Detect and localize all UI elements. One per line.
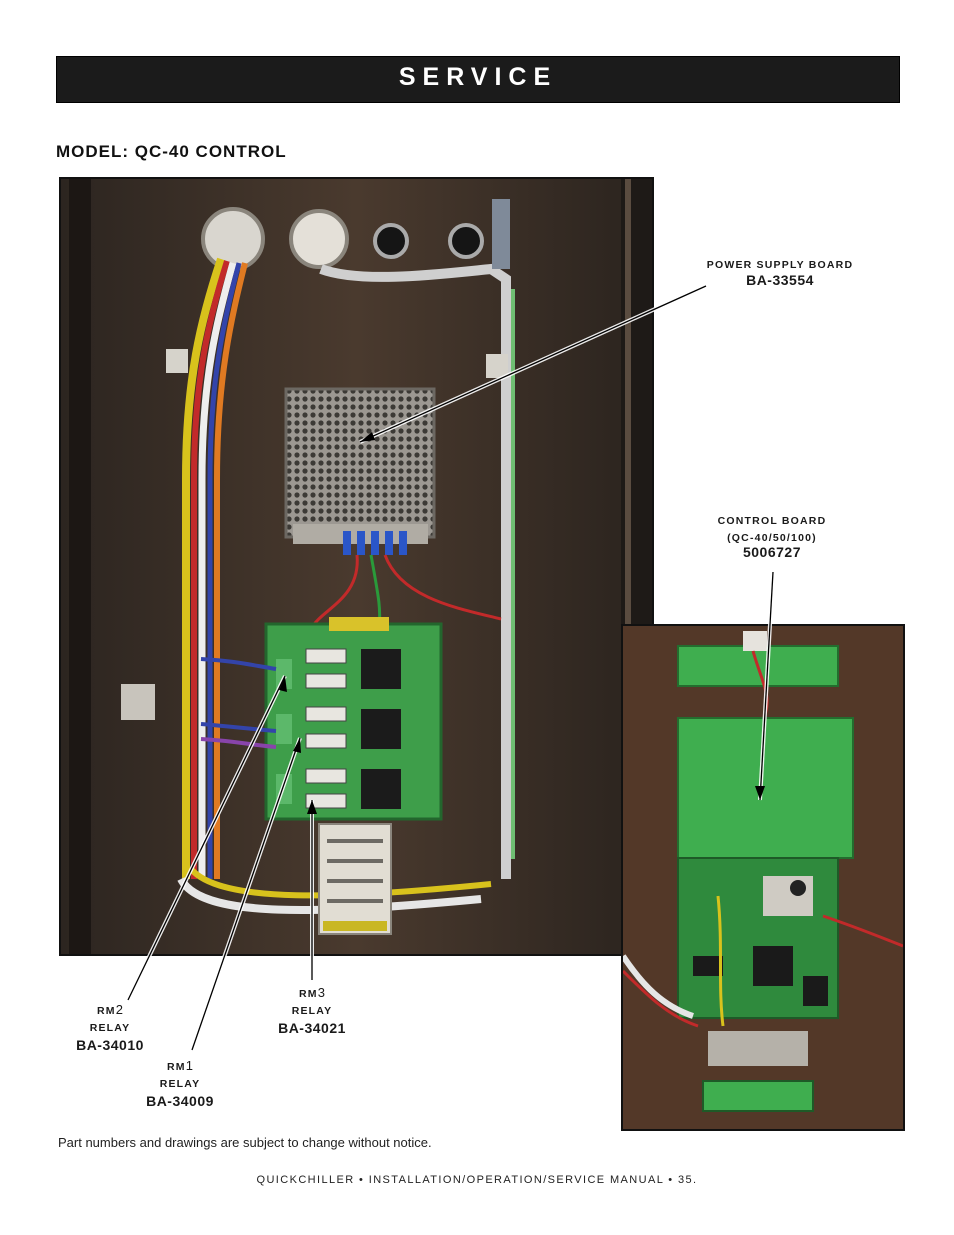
footnote: Part numbers and drawings are subject to… xyxy=(58,1135,432,1150)
model-heading: MODEL: QC-40 CONTROL xyxy=(56,142,287,161)
rm2-number: 2 xyxy=(115,1002,123,1017)
rm2-part-number: BA-34010 xyxy=(76,1036,144,1053)
rm3-label: RELAY xyxy=(291,1005,333,1018)
page-footer: QUICKCHILLER • INSTALLATION/OPERATION/SE… xyxy=(256,1174,698,1186)
power-supply-callout: POWER SUPPLY BOARD BA-33554 xyxy=(690,259,870,288)
rm3-relay-callout: RM3 RELAY BA-34021 xyxy=(262,983,362,1037)
rm1-prefix: RM xyxy=(167,1061,186,1073)
control-board-part-number: 5006727 xyxy=(742,544,801,561)
rm1-number: 1 xyxy=(185,1058,193,1073)
control-board-models: (QC-40/50/100) xyxy=(727,531,817,544)
rm1-part-number: BA-34009 xyxy=(146,1092,214,1109)
rm3-number: 3 xyxy=(317,985,325,1000)
power-supply-part-number: BA-33554 xyxy=(746,271,814,288)
section-header-bar: SERVICE xyxy=(56,56,900,103)
rm2-prefix: RM xyxy=(97,1005,116,1017)
control-board-callout: CONTROL BOARD (QC-40/50/100) 5006727 xyxy=(692,515,852,561)
section-title: SERVICE xyxy=(398,63,558,91)
rm3-part-number: BA-34021 xyxy=(278,1019,346,1036)
control-board-label: CONTROL BOARD xyxy=(717,515,827,527)
control-board-photo xyxy=(621,624,905,1131)
rm2-label: RELAY xyxy=(89,1022,131,1035)
power-supply-label: POWER SUPPLY BOARD xyxy=(706,259,854,271)
rm1-relay-callout: RM1 RELAY BA-34009 xyxy=(130,1056,230,1110)
control-panel-photo xyxy=(59,177,654,956)
rm1-label: RELAY xyxy=(159,1078,201,1091)
rm3-prefix: RM xyxy=(299,988,318,1000)
rm2-relay-callout: RM2 RELAY BA-34010 xyxy=(60,1000,160,1054)
